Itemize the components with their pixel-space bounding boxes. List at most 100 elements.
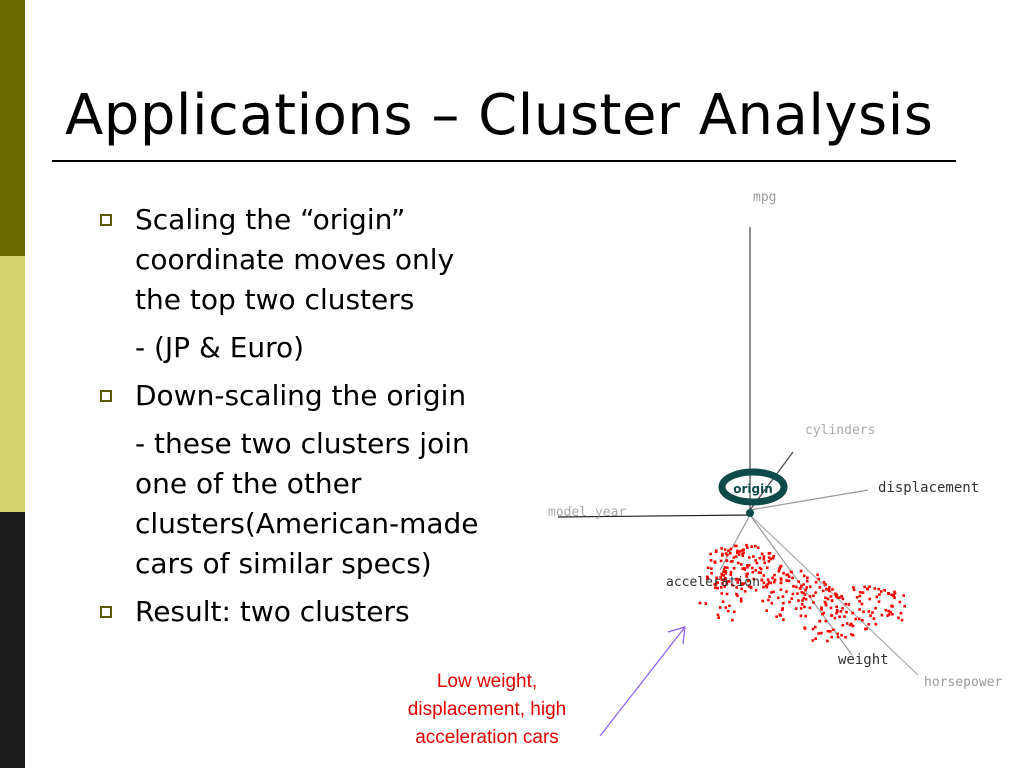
data-point: [726, 580, 730, 583]
data-point: [836, 610, 839, 613]
data-point: [869, 614, 872, 617]
data-point: [891, 605, 894, 608]
data-point: [760, 552, 764, 556]
data-point: [800, 591, 804, 594]
annotation-line: acceleration cars: [415, 727, 559, 748]
data-point: [751, 566, 754, 570]
bullet-list: Scaling the “origin” coordinate moves on…: [98, 200, 538, 632]
data-point: [887, 609, 890, 613]
data-point: [782, 571, 785, 575]
data-point: [775, 615, 778, 618]
data-point: [755, 561, 759, 565]
data-point: [782, 601, 785, 605]
data-point: [862, 610, 865, 614]
data-point: [825, 587, 828, 591]
data-point: [710, 571, 713, 575]
data-point: [801, 599, 804, 602]
data-point: [735, 578, 738, 581]
data-point: [721, 582, 724, 585]
data-point: [750, 545, 753, 548]
data-point: [773, 573, 776, 577]
data-point: [835, 611, 838, 615]
bullet-text: Result: two clusters: [135, 595, 410, 628]
data-point: [827, 588, 830, 592]
data-point: [724, 577, 727, 581]
data-point: [723, 585, 726, 588]
data-point: [736, 581, 739, 584]
bullet-item-2: Down-scaling the origin - these two clus…: [98, 376, 538, 584]
data-point: [877, 587, 880, 591]
data-point: [760, 578, 764, 581]
data-point: [804, 598, 808, 601]
data-point: [771, 556, 775, 560]
sidebar-segment-middle: [0, 256, 25, 512]
data-point: [732, 556, 736, 559]
data-point: [735, 544, 738, 548]
sidebar-segment-top: [0, 0, 25, 256]
data-point: [831, 588, 834, 591]
data-point: [812, 601, 815, 604]
data-point: [875, 595, 879, 599]
data-point: [742, 548, 745, 551]
data-point: [781, 595, 785, 598]
data-point: [777, 596, 780, 600]
data-point: [822, 581, 826, 584]
data-point: [874, 622, 878, 626]
annotation-text: Low weight, displacement, high accelerat…: [382, 668, 592, 752]
data-point: [718, 606, 722, 609]
data-point: [817, 632, 820, 635]
data-point: [893, 596, 896, 599]
data-point: [714, 550, 718, 553]
data-point: [880, 613, 884, 617]
data-point: [832, 628, 835, 632]
data-point: [857, 617, 861, 621]
data-point: [770, 591, 773, 594]
data-point: [738, 550, 741, 553]
data-point: [860, 602, 864, 606]
data-point: [778, 567, 781, 570]
data-point: [741, 567, 744, 570]
data-point: [767, 598, 770, 602]
data-point: [731, 618, 734, 622]
data-point: [785, 573, 788, 577]
axis-label-displacement: displacement: [878, 480, 979, 496]
data-point: [767, 552, 771, 555]
data-point: [817, 577, 821, 581]
data-point: [863, 585, 866, 589]
data-point: [714, 561, 717, 564]
data-point: [765, 585, 769, 589]
data-point: [704, 602, 708, 605]
data-point: [790, 597, 794, 600]
data-point: [743, 590, 747, 593]
bullet-subtext: one of the other: [135, 467, 362, 500]
data-point: [722, 578, 726, 582]
bullet-item-3: Result: two clusters: [98, 592, 538, 632]
data-point: [826, 597, 830, 601]
data-point: [824, 602, 828, 606]
axis-label-weight: weight: [838, 652, 889, 668]
data-point: [844, 602, 848, 606]
data-point: [804, 614, 807, 618]
data-point: [797, 599, 800, 602]
data-point: [785, 590, 788, 593]
data-point: [822, 589, 825, 593]
data-point: [747, 585, 751, 588]
data-point: [840, 594, 843, 598]
data-point: [799, 614, 803, 618]
data-point: [802, 591, 805, 595]
data-point: [745, 543, 748, 547]
data-point: [777, 570, 781, 573]
data-point: [868, 585, 871, 588]
data-point: [818, 619, 821, 623]
data-point: [789, 570, 793, 574]
data-point: [745, 572, 748, 576]
data-point: [743, 567, 746, 570]
data-point: [814, 591, 817, 594]
bullet-text: Scaling the “origin”: [135, 203, 406, 236]
data-point: [725, 553, 729, 557]
data-point: [880, 590, 883, 593]
data-point: [861, 591, 865, 594]
data-point: [864, 627, 867, 631]
data-point: [706, 577, 709, 581]
data-point: [735, 592, 738, 596]
